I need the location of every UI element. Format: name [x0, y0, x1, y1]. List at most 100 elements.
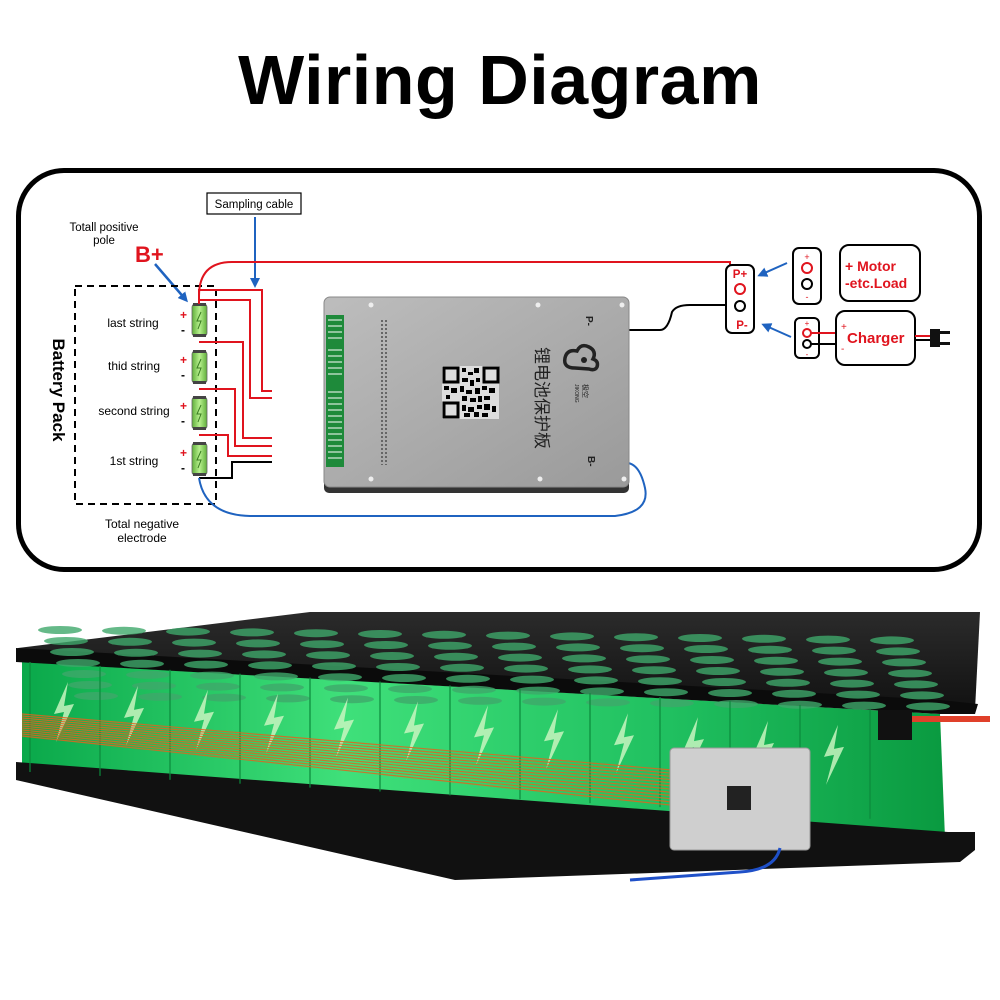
cell-top [900, 691, 944, 700]
cell-top [184, 660, 228, 669]
cell-top [620, 644, 664, 653]
pack-top-surface [18, 612, 980, 712]
lightning-bolt-icon [194, 689, 214, 750]
cell-top [294, 629, 338, 638]
lightning-bolt-icon [614, 713, 634, 774]
bms-chinese-title: 锂电池保护板 [532, 347, 551, 449]
charger-minus: - [806, 350, 809, 359]
cell-top [446, 674, 490, 683]
load-arrow [757, 262, 788, 277]
cell-top [766, 678, 810, 687]
cell-top [74, 692, 118, 700]
cell-top [550, 632, 594, 641]
cell-top [318, 673, 362, 682]
bms-board: 锂电池保护板 极空 JIKONG P- B- [323, 296, 630, 493]
bms-brand-en: JIKONG [573, 384, 579, 403]
cell-top [114, 648, 158, 657]
cell-top [778, 700, 822, 709]
cell-top [202, 693, 246, 702]
wiring-diagram-panel [16, 168, 982, 572]
p-minus-label: P- [736, 320, 748, 332]
cell-top [614, 633, 658, 642]
cell-top [196, 682, 240, 691]
cell-top [626, 655, 670, 664]
cell-top [138, 692, 182, 701]
cell-top [742, 634, 786, 643]
cell-top [440, 663, 484, 672]
cell-top [870, 636, 914, 645]
cell-top [818, 657, 862, 666]
pack-qr-code [727, 786, 751, 810]
sampling-harness-wire [21, 717, 673, 777]
bms-b-minus-label: B- [585, 456, 596, 467]
qr-code [442, 366, 500, 419]
cell-top [644, 688, 688, 697]
cell-top [428, 641, 472, 650]
cell-top [50, 648, 94, 656]
cell-top [300, 640, 344, 649]
load-terminal: + - [792, 247, 822, 305]
sampling-harness-wire [21, 719, 673, 781]
cell-top [754, 656, 798, 665]
cell-top [638, 677, 682, 686]
cell-top [166, 627, 210, 636]
p-plus-label: P+ [733, 269, 748, 281]
p-minus-wire [628, 304, 735, 331]
cell-top [266, 694, 310, 703]
b-minus-wire [198, 462, 647, 517]
cell-top [522, 697, 566, 706]
cell-top [678, 634, 722, 642]
load-plus: + [804, 252, 809, 262]
b-plus-arrow [154, 263, 188, 303]
cell-top [888, 669, 932, 678]
cell-top [906, 702, 950, 711]
cell-top [242, 650, 286, 659]
battery-cell-icon [191, 350, 208, 384]
negative-sampling-wire [199, 461, 272, 479]
bms-brand-cn: 极空 [581, 384, 590, 398]
cell-top [458, 696, 502, 705]
cell-top [812, 646, 856, 655]
cell-top [452, 685, 496, 694]
battery-cell-icon [191, 396, 208, 430]
string-minus: - [181, 414, 185, 428]
battery-cell-icon [191, 303, 208, 337]
cell-top [434, 652, 478, 661]
pack-blue-wire [629, 847, 782, 882]
cell-top [62, 670, 106, 678]
string-label: last string [107, 316, 158, 330]
charger-arrow [761, 323, 792, 338]
string-first: 1st string + - [110, 442, 208, 476]
cell-top [556, 643, 600, 652]
cell-top [422, 630, 466, 639]
sampling-harness-wire [21, 731, 673, 800]
sampling-cable-callout: Sampling cable [206, 192, 302, 288]
string-label: 1st string [110, 454, 159, 468]
total-negative-label-2: electrode [117, 531, 167, 545]
cell-top [690, 656, 734, 664]
cell-top [56, 659, 100, 667]
bms-p-minus-label: P- [583, 316, 594, 326]
string-last: last string + - [107, 303, 208, 337]
cell-top [38, 626, 82, 634]
pack-red-wire [912, 716, 990, 722]
cell-top [894, 680, 938, 689]
jikong-logo-icon [562, 343, 600, 372]
cell-top [842, 701, 886, 710]
cell-top [568, 665, 612, 674]
cell-top [120, 659, 164, 668]
b-plus-label: B+ [135, 242, 164, 267]
lightning-bolt-icon [824, 724, 844, 785]
lightning-bolt-icon [474, 705, 494, 766]
string-plus: + [180, 399, 187, 413]
cell-top [806, 635, 850, 644]
lightning-bolt-icon [264, 693, 284, 754]
cell-top [824, 668, 868, 677]
sampling-cable-label: Sampling cable [215, 199, 294, 211]
sampling-harness-wire [21, 725, 673, 790]
lightning-bolt-icon [684, 717, 704, 778]
cell-top [708, 689, 752, 697]
string-label: thid string [108, 359, 160, 373]
string-label: second string [98, 404, 169, 418]
